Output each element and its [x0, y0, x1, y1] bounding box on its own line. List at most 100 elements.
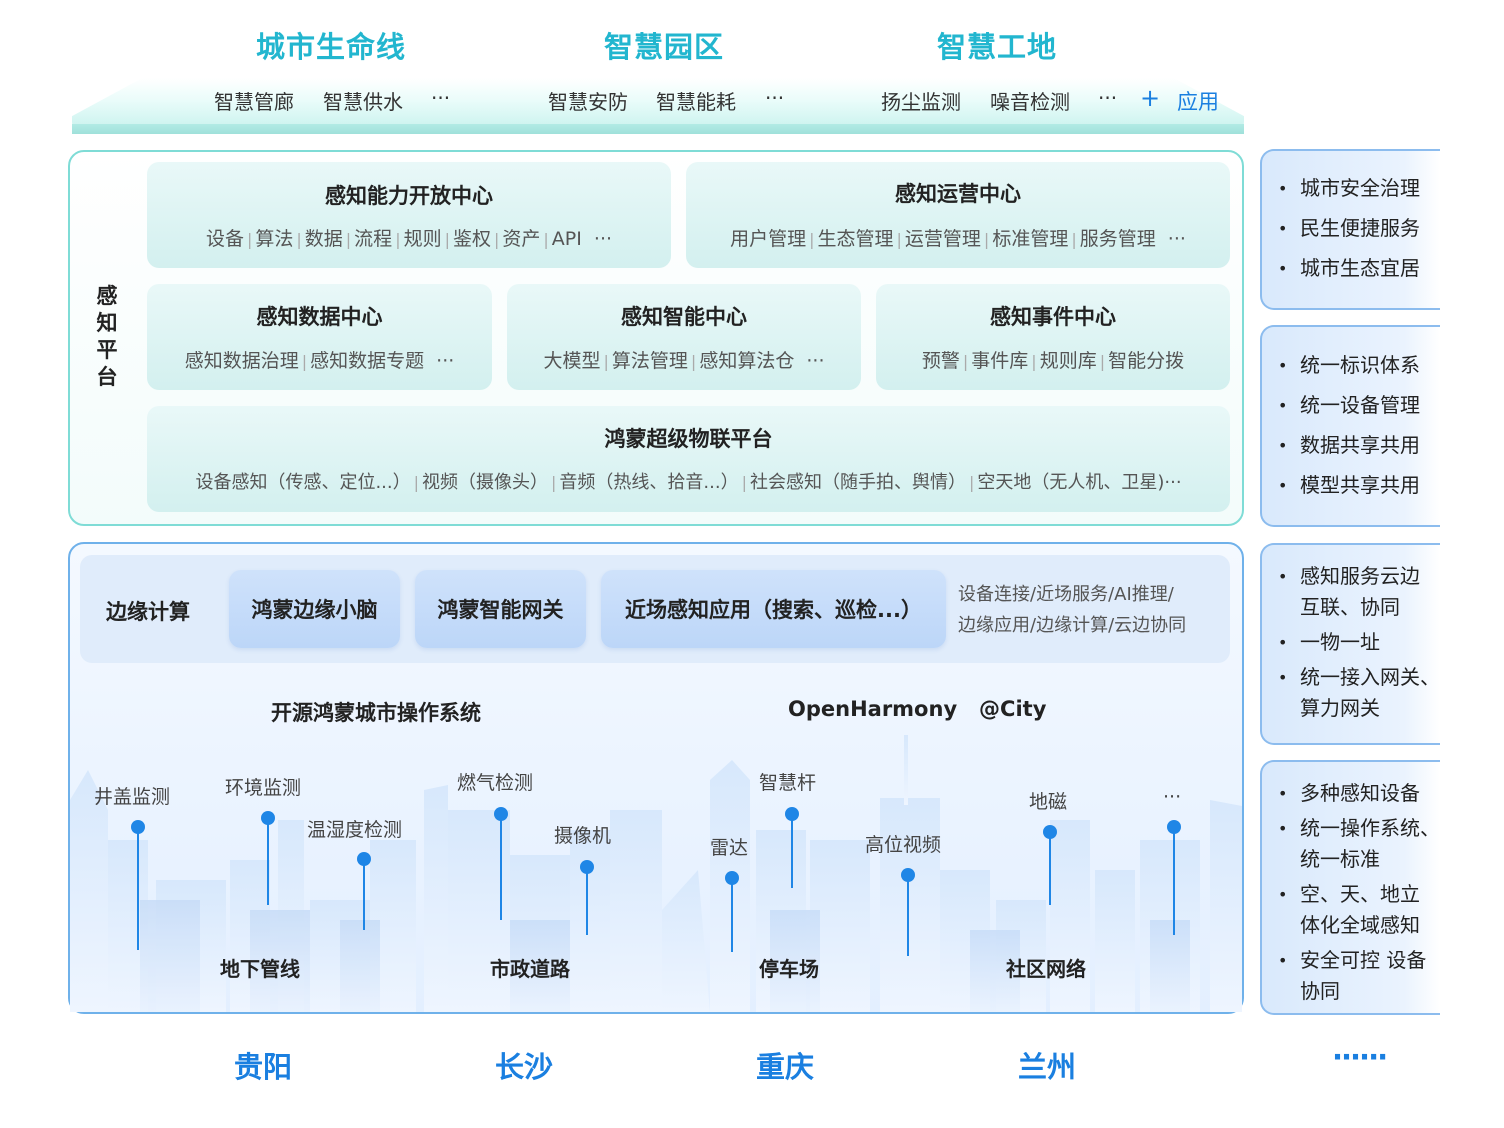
separator: |	[809, 230, 815, 249]
app-label: 应用	[1177, 90, 1219, 114]
event-center: 感知事件中心 预警|事件库|规则库|智能分拨	[876, 284, 1230, 390]
operation-center: 感知运营中心 用户管理|生态管理|运营管理|标准管理|服务管理 ···	[686, 162, 1230, 268]
side-panel-item: 统一接入网关、算力网关	[1278, 662, 1440, 724]
data-center: 感知数据中心 感知数据治理|感知数据专题 ···	[147, 284, 492, 390]
box-items: 感知数据治理|感知数据专题 ···	[147, 346, 492, 373]
intelligence-center: 感知智能中心 大模型|算法管理|感知算法仓 ···	[507, 284, 861, 390]
side-panel-item-line: 民生便捷服务	[1300, 216, 1420, 240]
box-item: 音频（热线、拾音...）	[559, 472, 739, 493]
side-panel-item-line: 体化全域感知	[1300, 913, 1420, 937]
side-panel-list: 统一标识体系统一设备管理数据共享共用模型共享共用	[1278, 350, 1440, 510]
box-item: 感知数据治理	[184, 350, 299, 372]
platform-label: 感知平台	[96, 284, 118, 389]
box-item: 运营管理	[904, 228, 981, 250]
top-title-site: 智慧工地	[937, 30, 1058, 64]
box-title: 感知运营中心	[895, 182, 1021, 206]
side-panel-item-line: 城市生态宜居	[1300, 256, 1420, 280]
plus-icon: +	[1140, 84, 1161, 112]
box-item: API	[551, 228, 582, 250]
box-title: 感知数据中心	[256, 305, 383, 329]
box-item-more: ···	[800, 350, 825, 372]
sensor-environment: 环境监测	[225, 777, 302, 799]
sensor-high-video: 高位视频	[865, 834, 942, 856]
near-field-app-pill: 近场感知应用（搜索、巡检...）	[601, 570, 946, 648]
box-items: 设备|算法|数据|流程|规则|鉴权|资产|API ···	[147, 224, 671, 251]
side-panel-item: 统一操作系统、统一标准	[1278, 813, 1440, 875]
box-item-more: ···	[430, 350, 455, 372]
separator: |	[962, 352, 969, 371]
box-item: 大模型	[543, 350, 601, 372]
side-panel-item-line: 互联、协同	[1300, 595, 1400, 619]
side-panel-item-line: 一物一址	[1300, 630, 1380, 654]
box-item: 设备	[205, 228, 244, 250]
scene-community: 社区网络	[1006, 957, 1086, 981]
box-item-more: ···	[1161, 228, 1186, 250]
separator: |	[1031, 352, 1037, 371]
separator: |	[395, 230, 401, 249]
side-panel-item-line: 模型共享共用	[1300, 473, 1420, 497]
separator: |	[413, 473, 420, 492]
edge-brain-pill: 鸿蒙边缘小脑	[229, 570, 400, 648]
box-item: 社会感知（随手拍、舆情）	[749, 472, 966, 493]
box-item: 用户管理	[730, 228, 807, 250]
side-panel-item-line: 数据共享共用	[1300, 433, 1420, 457]
separator: |	[345, 230, 352, 249]
city-lanzhou: 兰州	[1018, 1050, 1077, 1084]
box-title: 感知能力开放中心	[325, 184, 493, 208]
side-panel-item-line: 协同	[1300, 979, 1340, 1003]
sensor-manhole: 井盖监测	[94, 786, 171, 808]
box-item: 鉴权	[452, 228, 491, 250]
city-chongqing: 重庆	[756, 1050, 815, 1084]
scene-pipeline: 地下管线	[220, 957, 300, 981]
edge-desc-line: 设备连接/近场服务/AI推理/	[958, 584, 1174, 605]
app-item: 智慧管廊	[214, 90, 294, 114]
side-panel-list: 城市安全治理民生便捷服务城市生态宜居	[1278, 173, 1440, 293]
capability-open-center: 感知能力开放中心 设备|算法|数据|流程|规则|鉴权|资产|API ···	[147, 162, 671, 268]
box-item: 预警	[921, 350, 960, 372]
side-panel-item: 一物一址	[1278, 627, 1440, 658]
side-panel-item-line: 安全可控 设备	[1300, 948, 1427, 972]
separator: |	[494, 230, 500, 249]
app-item-more: ···	[431, 86, 451, 110]
box-item: 空天地（无人机、卫星)···	[977, 472, 1182, 493]
separator: |	[896, 230, 902, 249]
top-title-park: 智慧园区	[604, 30, 725, 64]
sensor-gas: 燃气检测	[457, 772, 534, 794]
box-item: 服务管理	[1079, 228, 1156, 250]
separator: |	[983, 230, 990, 249]
app-item: 智慧能耗	[656, 90, 736, 114]
box-title: 感知事件中心	[990, 305, 1116, 329]
side-panel-item-line: 多种感知设备	[1300, 781, 1420, 805]
side-panel-item: 民生便捷服务	[1278, 213, 1440, 244]
city-guiyang: 贵阳	[234, 1050, 293, 1084]
sensor-camera: 摄像机	[554, 825, 612, 847]
separator: |	[296, 230, 302, 249]
separator: |	[741, 473, 747, 492]
city-changsha: 长沙	[495, 1050, 554, 1084]
app-item: 智慧安防	[548, 90, 628, 114]
box-items: 设备感知（传感、定位...）|视频（摄像头）|音频（热线、拾音...）|社会感知…	[147, 468, 1230, 494]
side-panel-item-line: 算力网关	[1300, 696, 1380, 720]
harmony-iot-platform: 鸿蒙超级物联平台 设备感知（传感、定位...）|视频（摄像头）|音频（热线、拾音…	[147, 406, 1230, 512]
separator: |	[543, 230, 549, 249]
separator: |	[1071, 230, 1077, 249]
app-item-more: ···	[765, 86, 785, 110]
app-item: 智慧供水	[323, 90, 403, 114]
side-panel-item: 模型共享共用	[1278, 470, 1440, 501]
box-item: 流程	[354, 228, 393, 250]
app-item: 噪音检测	[990, 90, 1070, 114]
box-title: 感知智能中心	[621, 305, 747, 329]
side-panel-item-line: 空、天、地立	[1300, 882, 1420, 906]
separator: |	[444, 230, 450, 249]
side-panel-item-line: 统一操作系统、	[1300, 816, 1440, 840]
sensor-more: ···	[1163, 786, 1182, 808]
side-panel-item: 统一设备管理	[1278, 390, 1440, 421]
separator: |	[301, 352, 308, 371]
side-panel-item: 统一标识体系	[1278, 350, 1440, 381]
